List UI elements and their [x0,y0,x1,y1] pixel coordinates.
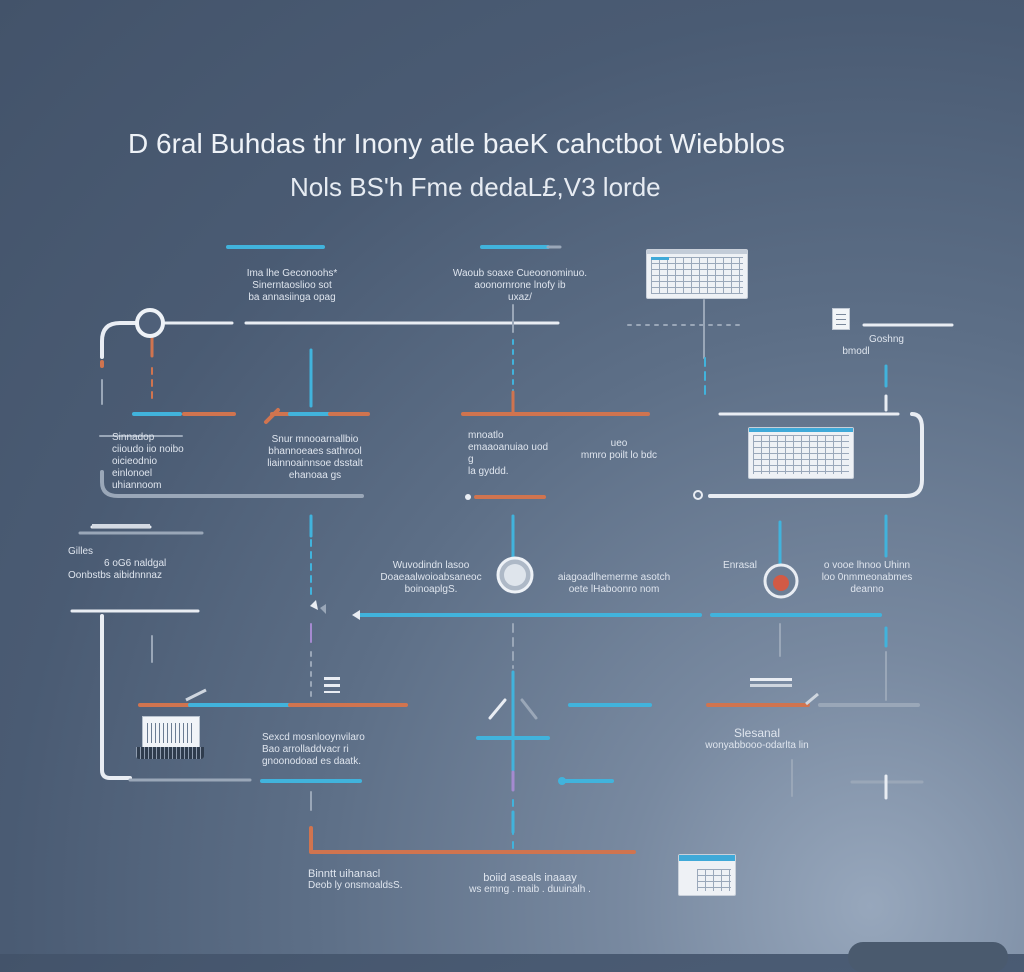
spreadsheet-window-icon [646,249,748,299]
connector [185,688,207,702]
node-label-line: Sexcd mosnlooynvilaro [262,732,365,743]
node-label-line: Enrasal [723,560,757,571]
laptop-icon [136,716,206,762]
ring-node-icon [496,556,534,594]
node-label-line: boiid aseals inaaay [483,872,577,884]
small-marker [750,684,792,687]
node-label-line: Snur mnooarnallbio [271,434,359,445]
small-marker [92,524,150,528]
connector [264,408,280,424]
node-label-line: ws emng . maib . duuinalh . [469,884,591,895]
document-icon [832,308,850,330]
node-label-line: ueo [610,438,628,449]
node-label-line: boinoaplgS. [404,584,458,595]
node-label-line: Binntt uihanacl [308,868,381,880]
node-label-line: gnoonodoad es daatk. [262,756,361,767]
node-label-line: einlonoel [112,468,153,479]
connector [805,692,819,706]
node-label-line: Waoub soaxe Cueoonominuo. [452,268,588,279]
node-label-line: aoonornrone lnofy ib [474,280,566,291]
arrow-icon [352,610,360,620]
connector [309,826,636,854]
connector [488,698,507,720]
node-label-line: Sinnadop [112,432,155,443]
small-marker [324,677,340,680]
connector [520,698,538,720]
endpoint-dot [465,494,471,500]
node-label-line: Sinerntaoslioo sot [252,280,332,291]
endpoint-dot [558,777,566,785]
small-marker [750,678,792,681]
node-label-line: la gyddd. [468,466,509,477]
node-label: Waoub soaxe Cueoonominuo.aoonornrone lno… [430,268,610,304]
node-label-line: oicieodnio [112,456,158,467]
node-label-line: o vooe lhnoo Uhinn [823,560,911,571]
node-label-line: ba annasiinga opag [248,292,336,303]
spreadsheet-window-icon [748,427,854,479]
node-label-line: loo 0nmmeonabmes [821,572,913,583]
node-label-line: Oonbstbs aibidnnnaz [68,570,162,581]
node-label-line: ciioudo iio noibo [112,444,184,455]
node-label-line: oete lHaboonro nom [568,584,660,595]
node-label-line: mnoatlo [468,430,504,441]
endpoint-dot [693,490,703,500]
node-label-line: emaaoanuiao uod [468,442,549,453]
node-label-line: Goshng [868,334,904,345]
node-label-line: g [468,454,474,465]
id-card-icon [678,854,736,896]
ring-node-icon [763,563,799,599]
node-label-line: mmro poilt lo bdc [580,450,658,461]
node-label-line: uxaz/ [508,292,532,303]
connector [100,614,132,780]
connector [708,412,924,498]
node-label-line: Gilles [68,546,94,557]
ring-node-icon [135,308,165,338]
small-marker [324,691,340,693]
node-label-line: ehanoaa gs [288,470,342,481]
node-label-line: aiagoadlhemerme asotch [557,572,671,583]
title-line-1: D 6ral Buhdas thr Inony atle baeK cahctb… [128,128,785,159]
arrow-icon [320,604,326,614]
title-line-2: Nols BS'h Fme dedaL£,V3 lorde [290,172,661,202]
arrow-icon [310,600,318,610]
node-label-line: bmodl [842,346,870,357]
connector [100,321,152,359]
node-label-line: Slesanal [733,726,781,740]
node-label-line: Bao arrolladdvacr ri [262,744,349,755]
node-label-line: Doaeaalwoioabsaneoc [380,572,482,583]
node-label-line: 6 oG6 naldgal [104,558,167,569]
node-label: Enrasal [712,560,768,572]
small-marker [324,684,340,687]
node-label-line: Deob ly onsmoaldsS. [308,880,403,891]
node-label-line: uhiannoom [112,480,162,491]
connector [100,470,364,498]
node-label-line: liainnoainnsoe dsstalt [267,458,363,469]
node-label-line: Ima lhe Geconoohs* [246,268,338,279]
scroll-pill[interactable] [848,942,1008,972]
node-label-line: bhannoeaes sathrool [268,446,362,457]
node-label-line: deanno [850,584,884,595]
node-label-line: wonyabbooo-odarlta lin [705,740,809,751]
node-label-line: Wuvodindn lasoo [392,560,470,571]
